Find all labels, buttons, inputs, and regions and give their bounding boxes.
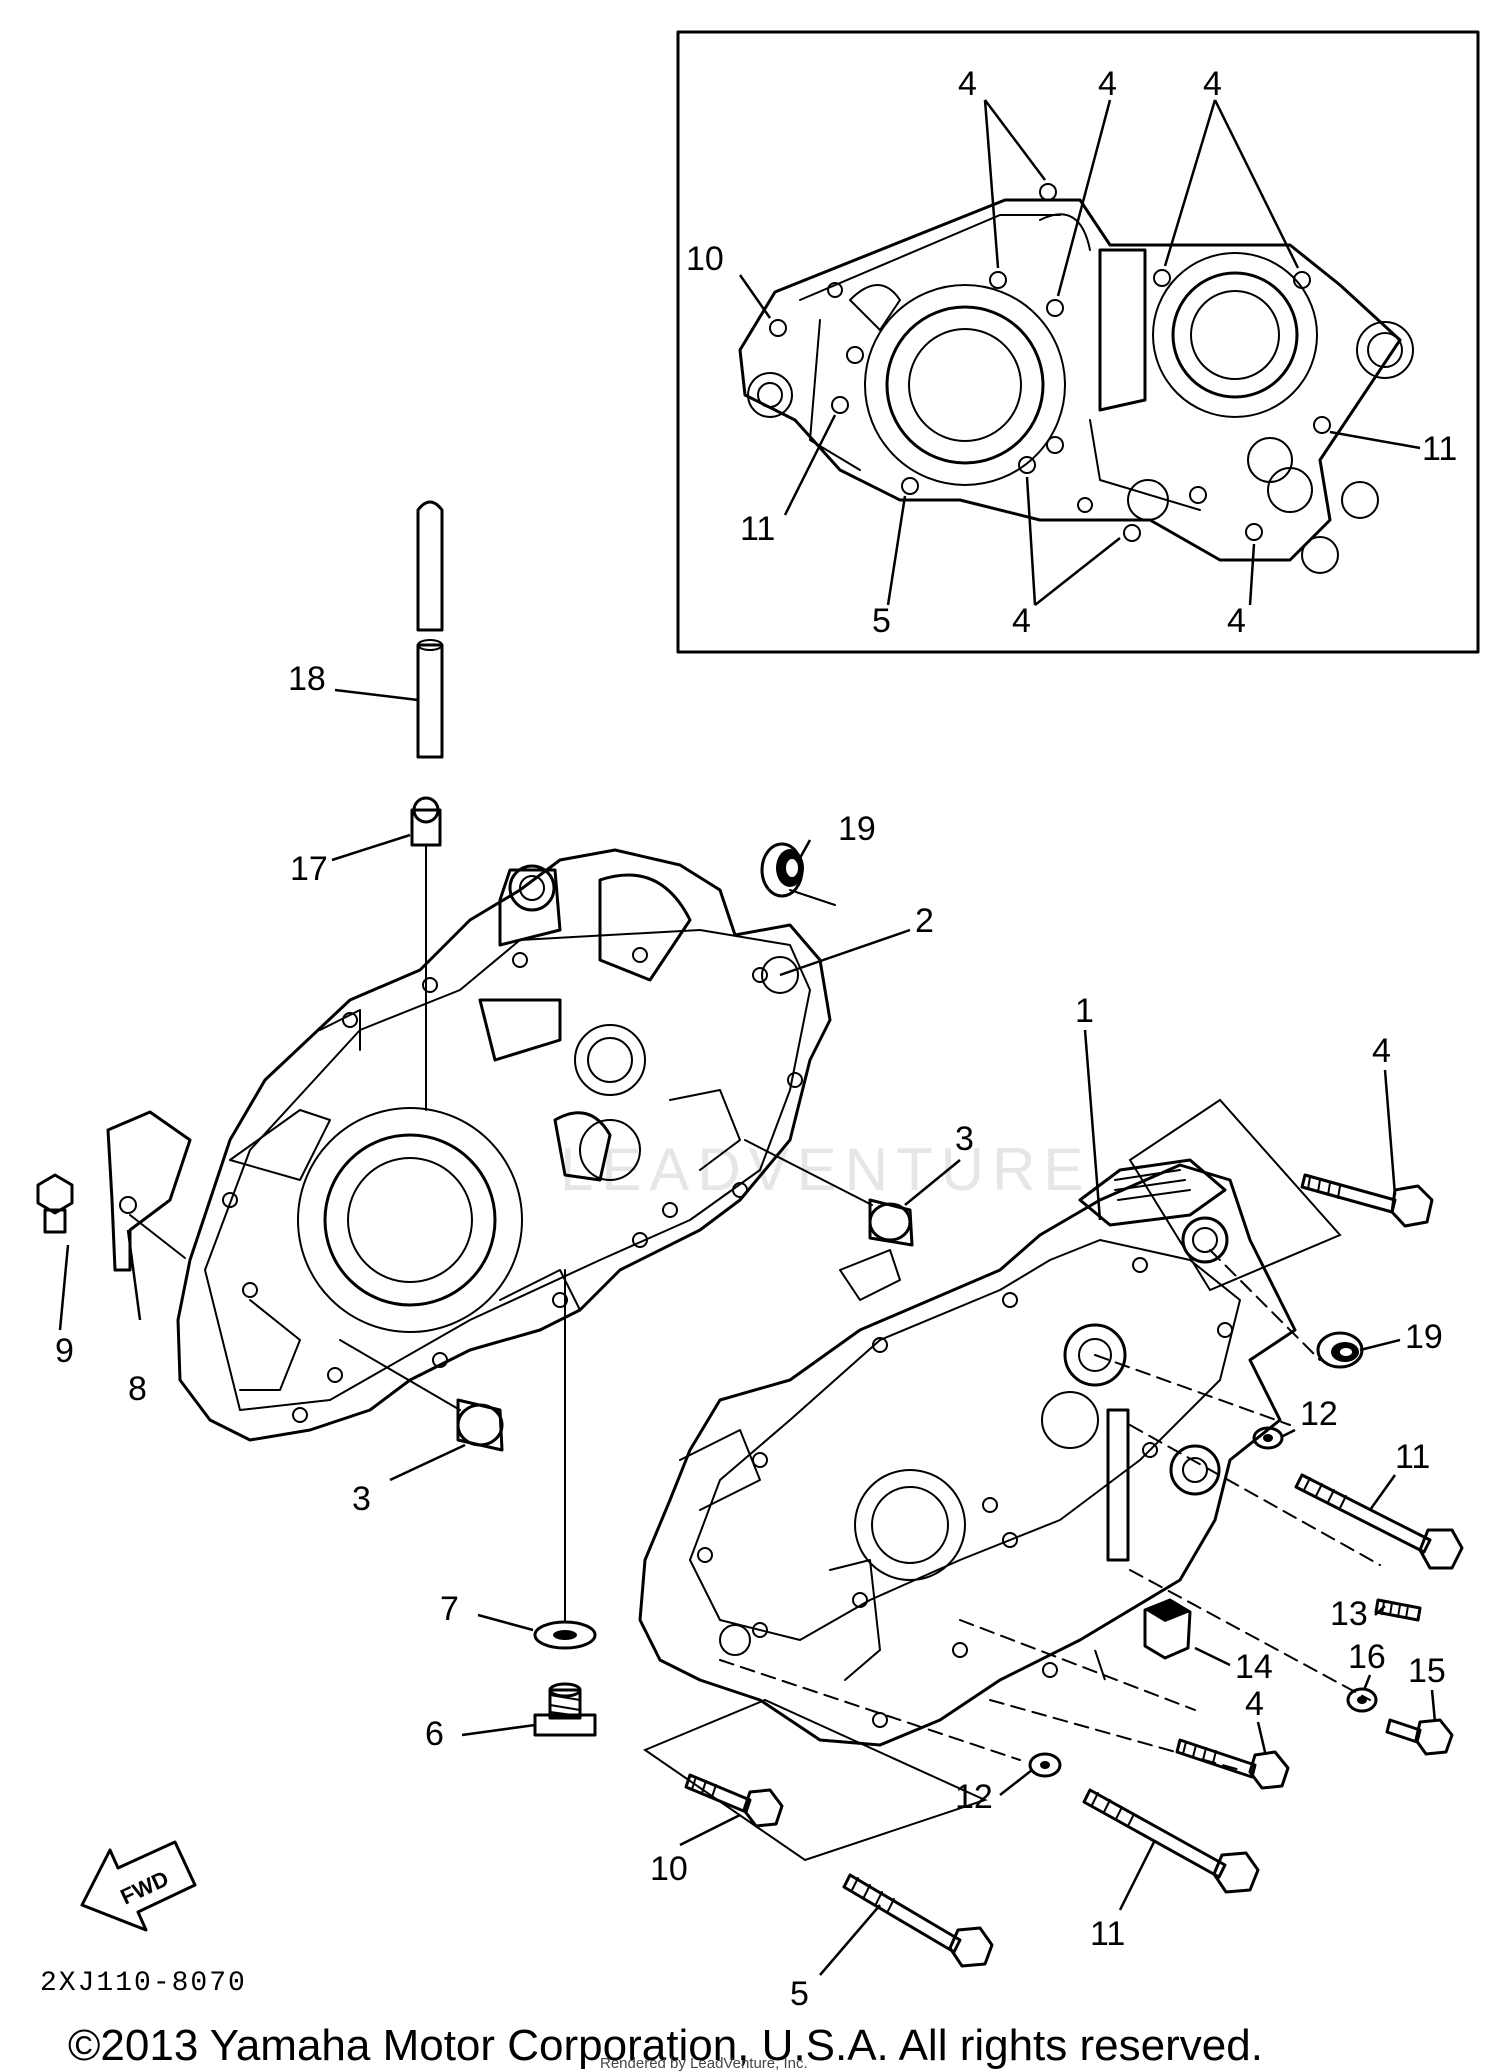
- callout-12b: 12: [955, 1778, 993, 1816]
- drain-plug-part-6: [533, 1682, 597, 1737]
- callout-10: 10: [650, 1850, 688, 1888]
- callout-15: 15: [1408, 1652, 1446, 1690]
- bolt-group-upper-frame: [1128, 1098, 1342, 1292]
- callout-16: 16: [1348, 1638, 1386, 1676]
- callout-14: 14: [1235, 1648, 1273, 1686]
- bracket-part-8: [106, 1110, 192, 1272]
- callout-4b: 4: [1245, 1685, 1264, 1723]
- bolt-part-11-upper: [1294, 1473, 1464, 1570]
- callout-19a: 19: [838, 810, 876, 848]
- dowel-pin-part-18: [416, 500, 444, 759]
- callout-8: 8: [128, 1370, 147, 1408]
- callout-inset-4c: 4: [1203, 65, 1222, 103]
- bolt-group-lower-frame: [642, 1698, 988, 1862]
- oil-seal-part-19-right: [1316, 1331, 1364, 1369]
- part-code: 2XJ110-8070: [40, 1968, 247, 1999]
- bolt-part-4-upper: [1300, 1173, 1434, 1228]
- callout-19b: 19: [1405, 1318, 1443, 1356]
- callout-1: 1: [1075, 992, 1094, 1030]
- washer-part-16: [1346, 1687, 1378, 1713]
- callout-6: 6: [425, 1715, 444, 1753]
- nut-part-14: [1143, 1598, 1192, 1660]
- bolt-part-11-lower: [1082, 1788, 1260, 1894]
- copyright-notice: ©2013 Yamaha Motor Corporation, U.S.A. A…: [68, 2021, 1263, 2070]
- inset-frame: [676, 30, 1480, 654]
- watermark: LEADVENTURE: [560, 1136, 1091, 1203]
- callout-9: 9: [55, 1332, 74, 1370]
- washer-part-12-upper: [1252, 1426, 1284, 1450]
- callout-inset-11b: 11: [740, 510, 775, 548]
- crankcase-right-part-1: [638, 1158, 1297, 1747]
- callout-2: 2: [915, 902, 934, 940]
- callout-18: 18: [288, 660, 326, 698]
- fwd-arrow-icon: FWD: [80, 1840, 197, 1932]
- callout-7: 7: [440, 1590, 459, 1628]
- callout-17: 17: [290, 850, 328, 888]
- jet-part-17: [410, 796, 442, 1111]
- fwd-label: FWD: [117, 1866, 173, 1910]
- inset-panel: 4 4 4 10 11 11 5 4 4: [676, 30, 1480, 654]
- gasket-part-7: [533, 1620, 597, 1650]
- rendered-by: Rendered by LeadVenture, Inc.: [600, 2055, 808, 2072]
- callout-11b: 11: [1090, 1915, 1125, 1953]
- oil-seal-part-19-upper: [760, 842, 836, 906]
- bolt-part-5: [842, 1873, 994, 1968]
- dowel-part-3-lower: [339, 1339, 504, 1452]
- callout-inset-10: 10: [686, 240, 724, 278]
- callout-inset-4b: 4: [1098, 65, 1117, 103]
- callout-inset-4e: 4: [1227, 602, 1246, 640]
- bolt-part-9: [36, 1173, 74, 1234]
- callout-5: 5: [790, 1975, 809, 2013]
- callout-12a: 12: [1300, 1395, 1338, 1433]
- callout-3b: 3: [352, 1480, 371, 1518]
- callout-inset-5: 5: [872, 602, 891, 640]
- callout-4a: 4: [1372, 1032, 1391, 1070]
- bolt-part-15: [1385, 1718, 1454, 1756]
- fastener-alignment-lines: [719, 1249, 1381, 1771]
- bolt-part-10: [684, 1773, 784, 1828]
- callout-11a: 11: [1395, 1438, 1430, 1476]
- crankcase-left-part-2: [176, 848, 832, 1442]
- washer-part-12-lower: [1028, 1752, 1062, 1778]
- callout-inset-4d: 4: [1012, 602, 1031, 640]
- callout-13: 13: [1330, 1595, 1368, 1633]
- bolt-part-4-lower: [1175, 1738, 1290, 1790]
- callout-3a: 3: [955, 1120, 974, 1158]
- callout-inset-4a: 4: [958, 65, 977, 103]
- stud-part-13: [1374, 1598, 1422, 1622]
- leader-lines: [58, 688, 1437, 1976]
- dowel-part-3-upper: [744, 1139, 914, 1247]
- callout-inset-11a: 11: [1422, 430, 1457, 468]
